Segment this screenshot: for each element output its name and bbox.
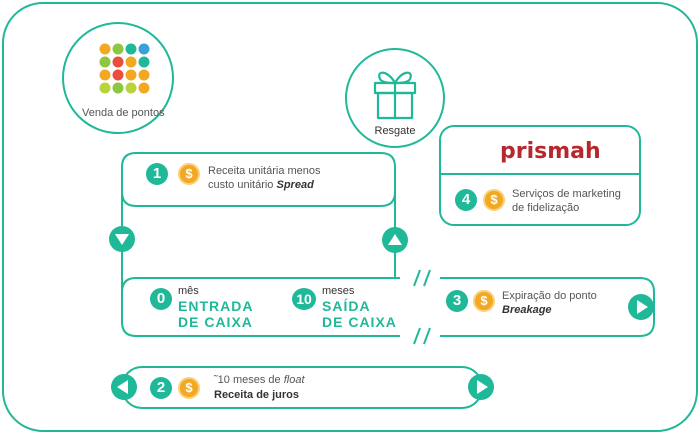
- dollar-coin-icon: $: [473, 290, 495, 312]
- step3-number: 3: [446, 290, 468, 312]
- dollar-coin-icon: $: [483, 189, 505, 211]
- month-zero-number: 0: [150, 288, 172, 310]
- resgate-label: Resgate: [374, 125, 416, 137]
- step4-line1: Serviços de marketing: [512, 188, 621, 200]
- prismah-box: [439, 125, 641, 226]
- step3-line1: Expiração do ponto: [502, 290, 597, 302]
- prismah-logo: prismah: [500, 139, 601, 164]
- step1-box: [121, 152, 396, 207]
- dots-grid-icon: [99, 43, 150, 94]
- gift-icon: [373, 71, 417, 120]
- step4-number: 4: [455, 189, 477, 211]
- step2-line1: ˜10 meses de float: [214, 374, 305, 386]
- step2-line2: Receita de juros: [214, 389, 299, 401]
- step1-number: 1: [146, 163, 168, 185]
- step1-line2: custo unitário Spread: [208, 179, 314, 191]
- cash-in-line2: DE CAIXA: [178, 314, 253, 330]
- dollar-coin-icon: $: [178, 163, 200, 185]
- month-ten-unit: meses: [322, 285, 355, 297]
- cash-in-line1: ENTRADA: [178, 298, 254, 314]
- month-zero-unit: mês: [178, 285, 199, 297]
- venda-label: Venda de pontos: [82, 107, 165, 119]
- step4-line2: de fidelização: [512, 202, 580, 214]
- dollar-coin-icon: $: [178, 377, 200, 399]
- cash-out-line1: SAÍDA: [322, 298, 371, 314]
- step3-line2: Breakage: [502, 304, 552, 316]
- left-arrow-icon: [111, 374, 137, 400]
- right-arrow-icon-timeline: [628, 294, 654, 320]
- month-ten-number: 10: [292, 288, 316, 310]
- step1-line1: Receita unitária menos: [208, 165, 321, 177]
- up-arrow-icon: [382, 227, 408, 253]
- step2-number: 2: [150, 377, 172, 399]
- cash-out-line2: DE CAIXA: [322, 314, 397, 330]
- right-arrow-icon-float: [468, 374, 494, 400]
- down-arrow-icon: [109, 226, 135, 252]
